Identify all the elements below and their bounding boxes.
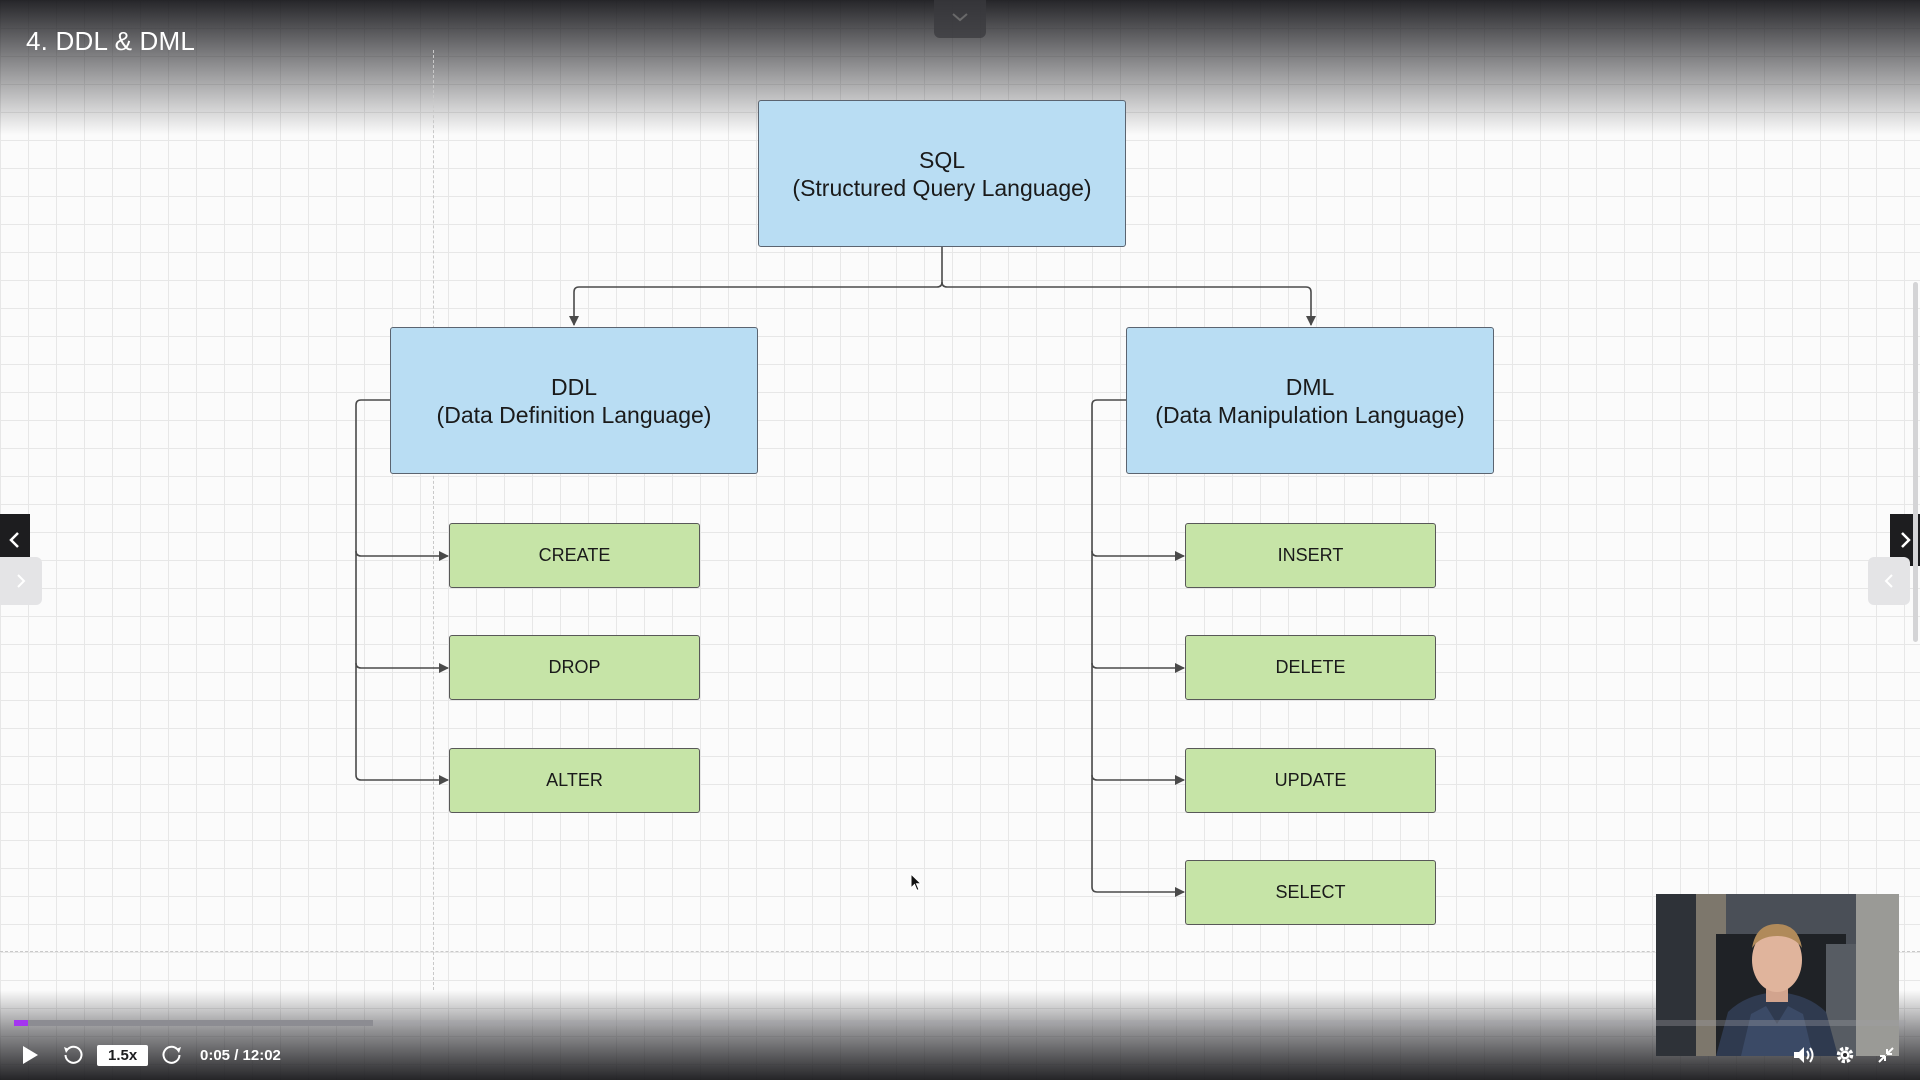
exit-fullscreen-icon (1878, 1047, 1894, 1063)
node-ddl-subtitle: (Data Definition Language) (436, 401, 712, 428)
right-ghost-tab[interactable] (1868, 557, 1910, 605)
progress-bar[interactable] (14, 1020, 1906, 1026)
progress-buffered (14, 1020, 374, 1026)
settings-button[interactable] (1834, 1040, 1856, 1070)
gear-icon (1836, 1046, 1854, 1064)
node-select-label: SELECT (1275, 882, 1346, 902)
node-ddl-title: DDL (550, 373, 597, 400)
connector-dml-delete (1091, 662, 1185, 673)
node-ddl[interactable]: DDL (Data Definition Language) (390, 327, 758, 474)
play-button[interactable] (20, 1040, 40, 1070)
connector-dml-insert (1091, 550, 1185, 561)
guide-line-horizontal (0, 951, 1920, 952)
scrollbar-thumb[interactable] (1913, 282, 1918, 642)
collapse-header-button[interactable] (934, 0, 986, 38)
progress-played (14, 1020, 28, 1026)
node-sql-title: SQL (918, 146, 966, 173)
connector-ddl-create (355, 550, 449, 561)
time-text: 0:05 / 12:02 (200, 1046, 281, 1064)
node-select[interactable]: SELECT (1185, 860, 1436, 925)
lecture-title: 4. DDL & DML (26, 26, 196, 56)
forward-icon (162, 1045, 181, 1064)
exit-fullscreen-button[interactable] (1876, 1040, 1896, 1070)
node-dml-title: DML (1285, 373, 1335, 400)
node-sql[interactable]: SQL (Structured Query Language) (758, 100, 1126, 247)
guide-line-vertical (433, 50, 434, 990)
playback-speed-label: 1.5x (97, 1044, 149, 1066)
node-insert[interactable]: INSERT (1185, 523, 1436, 588)
playback-speed-button[interactable]: 1.5x (97, 1040, 149, 1070)
play-icon (23, 1046, 38, 1064)
node-insert-label: INSERT (1277, 545, 1344, 565)
mouse-cursor-icon (910, 873, 923, 892)
node-create[interactable]: CREATE (449, 523, 700, 588)
node-dml[interactable]: DML (Data Manipulation Language) (1126, 327, 1494, 474)
node-alter-label: ALTER (546, 770, 603, 790)
node-drop[interactable]: DROP (449, 635, 700, 700)
bottom-overlay (0, 990, 1920, 1080)
node-dml-subtitle: (Data Manipulation Language) (1155, 401, 1465, 428)
presenter-image (1656, 894, 1899, 1056)
node-update[interactable]: UPDATE (1185, 748, 1436, 813)
rewind-button[interactable] (62, 1040, 84, 1070)
rewind-icon (64, 1045, 83, 1064)
node-delete[interactable]: DELETE (1185, 635, 1436, 700)
connector-ddl-drop (355, 662, 449, 673)
chevron-down-icon (952, 13, 968, 22)
left-ghost-tab[interactable] (0, 557, 42, 605)
webcam-video (1656, 894, 1899, 1056)
chevron-left-icon (1884, 574, 1893, 588)
connector-root-to-dml (941, 281, 1316, 326)
node-drop-label: DROP (548, 657, 601, 677)
connector-dml-update (1091, 774, 1185, 785)
chevron-left-icon (9, 532, 19, 548)
chevron-right-icon (17, 574, 26, 588)
node-update-label: UPDATE (1274, 770, 1347, 790)
volume-button[interactable] (1792, 1040, 1816, 1070)
node-create-label: CREATE (538, 545, 611, 565)
chevron-right-icon (1901, 532, 1911, 548)
node-sql-subtitle: (Structured Query Language) (792, 174, 1092, 201)
connector-root-to-ddl (569, 247, 943, 326)
volume-icon (1794, 1047, 1814, 1063)
time-display: 0:05 / 12:02 (200, 1040, 281, 1070)
node-alter[interactable]: ALTER (449, 748, 700, 813)
node-delete-label: DELETE (1275, 657, 1346, 677)
forward-button[interactable] (161, 1040, 183, 1070)
